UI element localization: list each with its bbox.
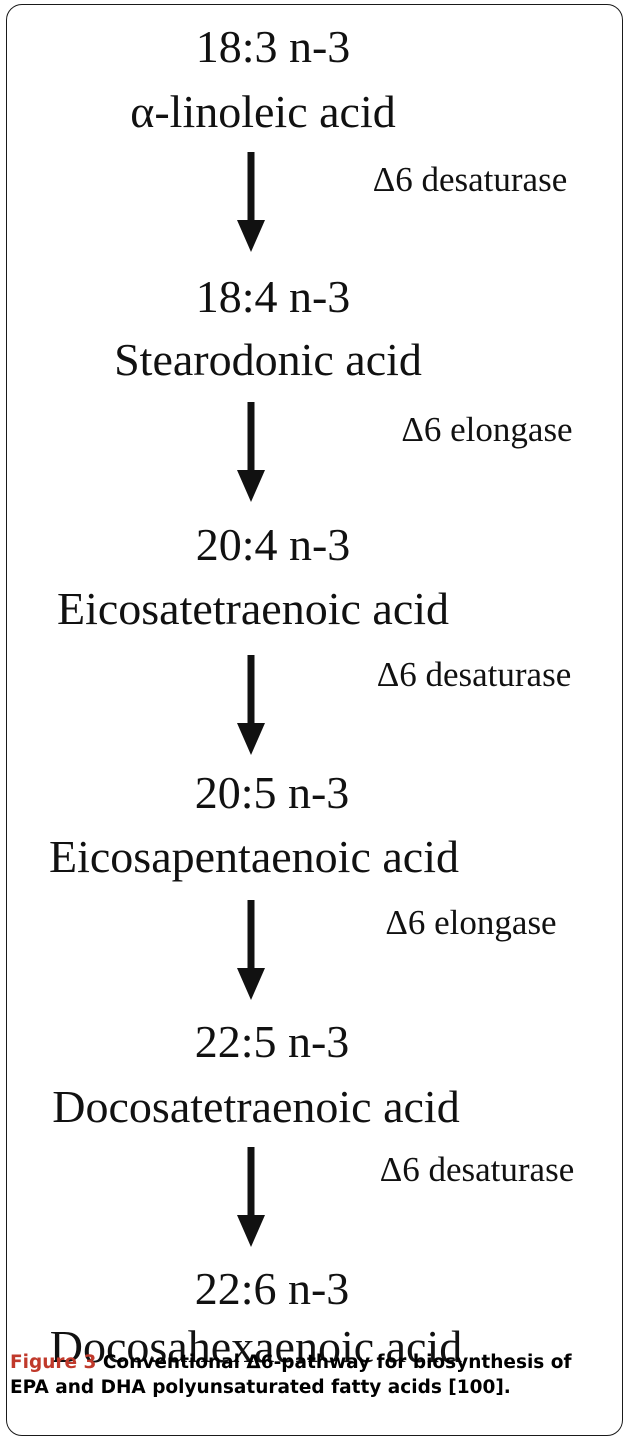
step-5-name: Docosatetraenoic acid [52,1081,460,1132]
enzyme-3-label: Δ6 desaturase [376,655,572,694]
step-2-code: 18:4 n-3 [195,271,351,322]
enzyme-5-label: Δ6 desaturase [379,1150,575,1189]
step-6-code: 22:6 n-3 [194,1263,350,1314]
enzyme-2-label: Δ6 elongase [401,410,573,449]
step-1-name: α-linoleic acid [130,86,396,137]
step-3-name: Eicosatetraenoic acid [56,583,450,634]
step-4-code: 20:5 n-3 [194,767,350,818]
arrow-down-icon [237,655,265,755]
figure-frame [6,4,623,1436]
figure-caption-text: Conventional Δ6-pathway for biosynthesis… [10,1352,572,1398]
figure-caption: Figure 3 Conventional Δ6-pathway for bio… [10,1350,615,1400]
step-5-code: 22:5 n-3 [194,1016,350,1067]
arrow-down-icon [237,1147,265,1247]
step-6-name: Docosahexaenoic acid [49,1321,463,1372]
arrow-down-icon [237,900,265,1000]
figure-label: Figure 3 [10,1352,97,1373]
step-3-code: 20:4 n-3 [195,519,351,570]
step-4-name: Eicosapentaenoic acid [49,831,459,882]
arrow-down-icon [237,152,265,252]
arrow-down-icon [237,402,265,502]
step-2-name: Stearodonic acid [114,334,422,385]
enzyme-1-label: Δ6 desaturase [372,160,568,199]
enzyme-4-label: Δ6 elongase [385,903,557,942]
step-1-code: 18:3 n-3 [195,21,351,72]
